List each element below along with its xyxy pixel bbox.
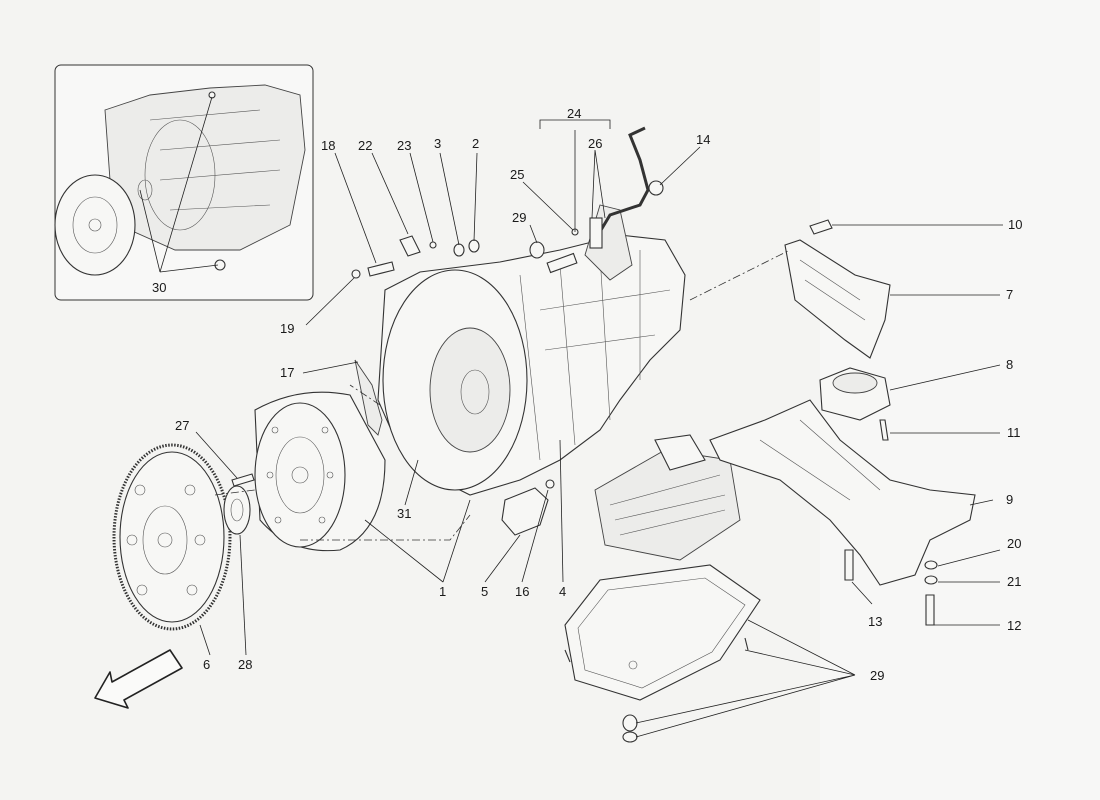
filter-pad-5: [501, 487, 549, 536]
input-shaft: [460, 369, 490, 415]
valve-body-channels: [609, 474, 726, 536]
inset-gearbox-ribs: [149, 109, 281, 211]
bolt-18: [367, 261, 395, 277]
callout-4: 4: [559, 584, 566, 599]
callout-14: 14: [696, 132, 710, 147]
callout-6: 6: [203, 657, 210, 672]
washer-19: [351, 269, 361, 279]
torque-converter: [254, 391, 386, 552]
inset-seal-ring: [137, 179, 153, 201]
harness-connector: [648, 180, 664, 196]
inset-bellhousing-ring: [144, 119, 216, 231]
callout-20: 20: [1007, 536, 1021, 551]
flywheel-plate: [119, 451, 225, 623]
bellhousing-inner: [429, 327, 511, 453]
callout-11: 11: [1007, 425, 1021, 440]
flywheel-hub: [142, 505, 188, 575]
callout-10: 10: [1008, 217, 1022, 232]
oil-pan: [564, 564, 761, 743]
gearbox-ribs-horizontal: [539, 289, 671, 351]
drive-plate-ring: [223, 485, 251, 535]
nut-3: [453, 243, 465, 257]
inset-torque-converter: [54, 174, 136, 276]
callout-2: 2: [472, 136, 479, 151]
bolt-13: [844, 549, 854, 581]
inset-overview: 30: [54, 64, 314, 301]
callout-24: 24: [567, 106, 581, 121]
drain-plug-washer: [622, 731, 638, 743]
sensor-26: [589, 217, 603, 249]
callout-17: 17: [280, 365, 294, 380]
gearbox-top-stud: [546, 252, 578, 274]
flywheel-teeth: [112, 443, 232, 631]
plug-29-top: [529, 241, 545, 259]
callout-30: 30: [152, 280, 166, 295]
washer-21: [924, 575, 938, 585]
torque-converter-hub: [275, 436, 325, 514]
callout-1: 1: [439, 584, 446, 599]
callout-21: 21: [1007, 574, 1021, 589]
drain-plug: [622, 714, 638, 732]
callout-23: 23: [397, 138, 411, 153]
flywheel-ring-gear: [112, 443, 232, 631]
wiring-harness-14: [596, 126, 650, 236]
valve-body-solenoid: [654, 434, 706, 471]
inset-converter-center: [88, 218, 102, 232]
crossmember-9: [709, 399, 976, 586]
assembly-center-lines: [214, 249, 791, 541]
washer-20: [924, 560, 938, 570]
inset-converter-hub: [72, 196, 118, 254]
crossmember-ribs: [759, 419, 881, 501]
bracket-24: [539, 119, 611, 129]
callout-8: 8: [1006, 357, 1013, 372]
callout-29-bottom: 29: [870, 668, 884, 683]
bolt-27: [231, 473, 255, 487]
bolt-12: [925, 594, 935, 626]
bracket-22: [399, 235, 421, 257]
callout-9: 9: [1006, 492, 1013, 507]
callout-25: 25: [510, 167, 524, 182]
callout-12: 12: [1007, 618, 1021, 633]
callout-19: 19: [280, 321, 294, 336]
gasket-17: [354, 359, 383, 436]
inset-leader-lines: [139, 96, 219, 273]
oil-pan-flange: [577, 577, 746, 689]
valve-body: [594, 434, 741, 561]
callout-13: 13: [868, 614, 882, 629]
washer-2: [468, 239, 480, 253]
callout-7: 7: [1006, 287, 1013, 302]
callout-22: 22: [358, 138, 372, 153]
callout-29-top: 29: [512, 210, 526, 225]
callout-5: 5: [481, 584, 488, 599]
bolt-16: [545, 479, 555, 489]
oil-pan-body: [564, 564, 761, 701]
bolt-11: [879, 419, 889, 441]
rubber-mount-8: [819, 367, 891, 421]
torque-converter-face: [254, 402, 346, 548]
callout-28: 28: [238, 657, 252, 672]
mount-bracket-ribs: [799, 259, 866, 321]
callout-3: 3: [434, 136, 441, 151]
mount-bracket-7: [784, 239, 891, 359]
pan-bolts: [564, 637, 749, 663]
callout-31: 31: [397, 506, 411, 521]
front-direction-arrow-icon: [94, 649, 183, 709]
bolt-10: [809, 219, 833, 235]
drive-plate: [223, 485, 251, 535]
leader-lines: [195, 119, 1003, 738]
screw-23: [429, 241, 437, 249]
gearbox-housing: [377, 204, 686, 496]
flywheel-center: [157, 532, 173, 548]
callout-16: 16: [515, 584, 529, 599]
callout-18: 18: [321, 138, 335, 153]
gearbox-ribs: [519, 250, 641, 461]
callout-27: 27: [175, 418, 189, 433]
callout-26: 26: [588, 136, 602, 151]
